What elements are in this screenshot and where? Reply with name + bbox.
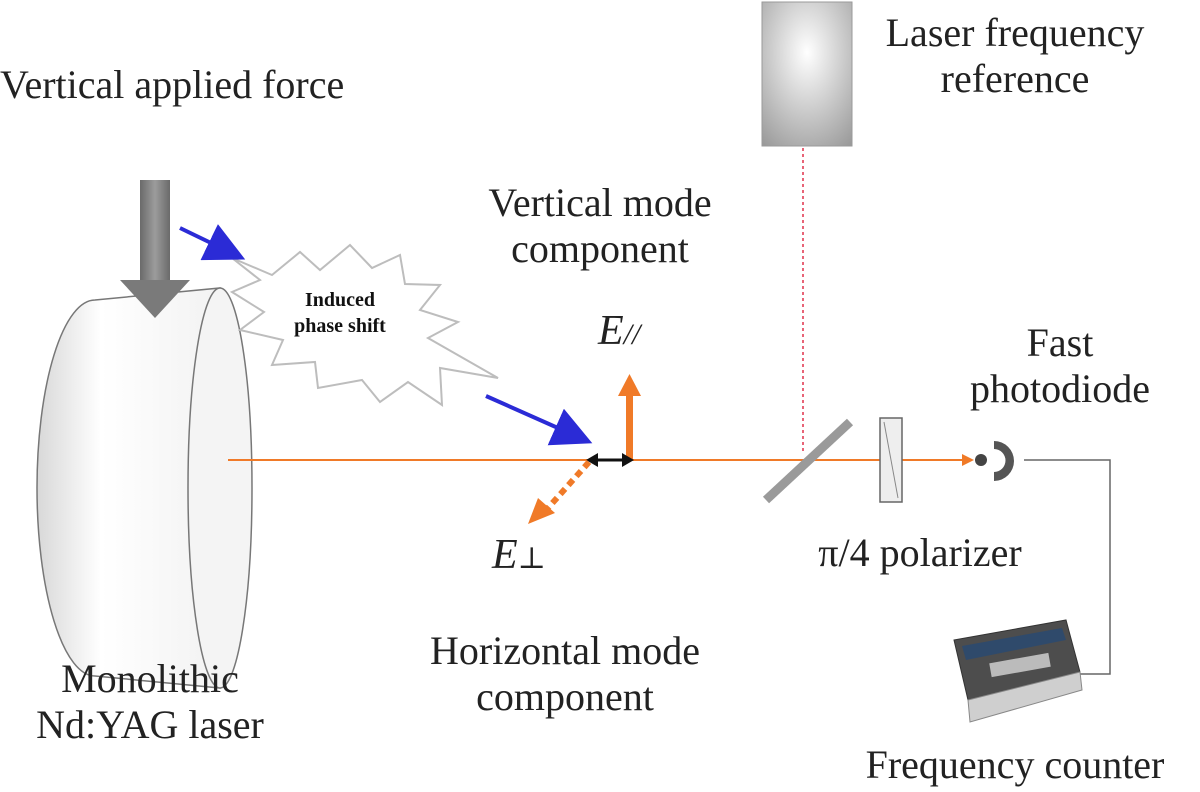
blue-arrow-2 — [485, 394, 593, 446]
label-laser-reference: Laser frequency reference — [885, 10, 1145, 101]
label-polarizer: π/4 polarizer — [818, 530, 1022, 575]
polarizer-diagonal — [883, 421, 899, 499]
force-arrow — [120, 180, 190, 318]
photodiode — [975, 441, 1014, 481]
signal-cable — [1024, 459, 1111, 675]
label-fast-photodiode: Fast photodiode — [970, 320, 1150, 411]
label-induced-phase-shift: Induced phase shift — [294, 289, 386, 337]
beam-splitter — [762, 418, 854, 504]
label-e-parallel: E// — [598, 308, 640, 358]
label-vertical-force: Vertical applied force — [0, 62, 345, 107]
e-perp-arrow — [528, 460, 592, 524]
e-parallel-symbol: E — [598, 308, 624, 354]
horizontal-double-arrow — [586, 453, 634, 467]
e-parallel-subscript: // — [623, 318, 641, 351]
label-frequency-counter: Frequency counter — [865, 742, 1165, 787]
laser-crystal — [36, 287, 253, 689]
e-perp-symbol: E — [492, 532, 518, 578]
blue-arrow-1 — [179, 224, 246, 261]
label-vertical-mode: Vertical mode component — [488, 180, 712, 271]
e-perp-subscript: ⊥ — [517, 542, 546, 575]
frequency-counter-device — [953, 619, 1083, 723]
beam-arrowhead — [962, 454, 974, 466]
e-parallel-arrow — [618, 374, 641, 460]
label-horizontal-mode: Horizontal mode component — [430, 628, 700, 719]
phase-shift-burst — [229, 243, 499, 407]
label-laser: Monolithic Nd:YAG laser — [36, 656, 264, 747]
laser-reference-box — [761, 1, 853, 147]
label-e-perp: E⊥ — [492, 532, 546, 582]
